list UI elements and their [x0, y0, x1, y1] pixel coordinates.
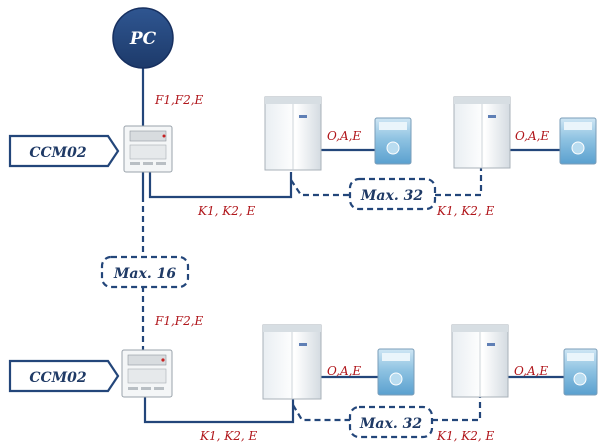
- k-bus-label-top-1: K1, K2, E: [197, 204, 255, 218]
- max-units-box-bottom: Max. 32: [348, 405, 434, 439]
- max-ccm-label: Max. 16: [113, 266, 176, 282]
- k-bus-label-bottom-1: K1, K2, E: [199, 429, 257, 443]
- o-bus-label-bottom-1: O,A,E: [327, 364, 361, 378]
- interface-panel-bottom-1: [377, 348, 415, 396]
- ccm02-label-top: CCM02: [29, 145, 87, 161]
- f-bus-label-bottom: F1,F2,E: [154, 314, 204, 328]
- k-bus-wire-top: [148, 172, 293, 199]
- outdoor-unit-top-1: [264, 96, 322, 171]
- interface-panel-top-2: [559, 117, 597, 165]
- k-bus-label-bottom-2: K1, K2, E: [436, 429, 494, 443]
- max-units-label-bottom: Max. 32: [359, 416, 422, 432]
- k-bus-dashed-top-left: [290, 179, 350, 197]
- k-bus-dashed-bottom-right: [432, 396, 482, 422]
- ccm02-tag-top: CCM02: [8, 134, 120, 168]
- pc-node: PC: [112, 7, 174, 69]
- pc-label: PC: [129, 29, 157, 49]
- o-bus-label-top-2: O,A,E: [515, 129, 549, 143]
- o-bus-label-top-1: O,A,E: [327, 129, 361, 143]
- interface-panel-top-1: [374, 117, 412, 165]
- max-ccm-box: Max. 16: [100, 255, 190, 289]
- ccm02-device-top: [123, 125, 173, 173]
- ccm02-tag-bottom: CCM02: [8, 359, 120, 393]
- outdoor-unit-bottom-1: [262, 324, 322, 400]
- max-units-box-top: Max. 32: [348, 177, 437, 211]
- f-bus-label-top: F1,F2,E: [154, 93, 204, 107]
- ccm02-device-bottom: [121, 349, 173, 398]
- k-bus-dashed-bottom-left: [292, 404, 350, 422]
- ccm02-label-bottom: CCM02: [29, 370, 87, 386]
- o-bus-label-bottom-2: O,A,E: [514, 364, 548, 378]
- outdoor-unit-top-2: [453, 96, 511, 169]
- k-bus-wire-bottom: [143, 397, 295, 424]
- k-bus-dashed-top-right: [435, 168, 483, 197]
- interface-panel-bottom-2: [563, 348, 598, 396]
- k-bus-label-top-2: K1, K2, E: [436, 204, 494, 218]
- outdoor-unit-bottom-2: [451, 324, 509, 398]
- max-units-label-top: Max. 32: [360, 188, 423, 204]
